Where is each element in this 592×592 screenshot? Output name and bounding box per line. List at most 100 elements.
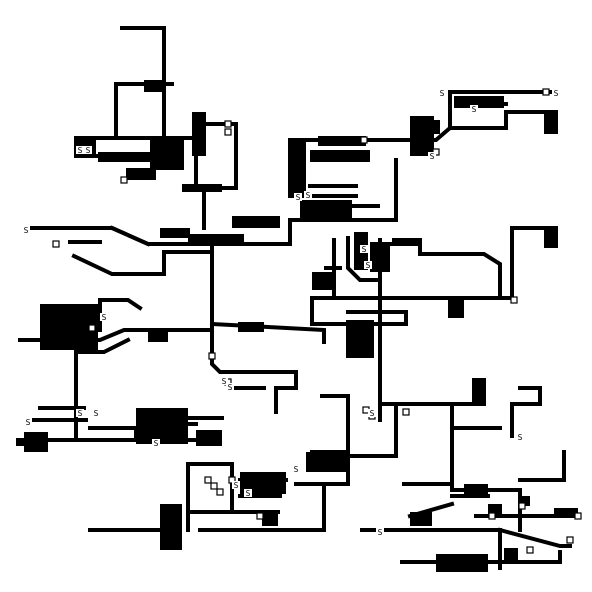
station-label-bg bbox=[152, 439, 160, 447]
track-line bbox=[510, 386, 542, 438]
station-label-bg bbox=[294, 193, 302, 201]
track-line bbox=[346, 402, 398, 458]
station-label: S bbox=[26, 418, 31, 427]
station-label-bg bbox=[516, 433, 524, 441]
station-label-bg bbox=[220, 377, 228, 385]
station-label: S bbox=[102, 313, 107, 322]
solid-block bbox=[262, 512, 278, 526]
solid-block bbox=[554, 508, 578, 518]
solid-block bbox=[346, 320, 374, 358]
track-line bbox=[186, 462, 234, 514]
solid-block bbox=[136, 408, 188, 444]
solid-block bbox=[16, 438, 26, 446]
station-label: S bbox=[86, 146, 91, 155]
solid-block bbox=[544, 230, 558, 248]
solid-block bbox=[520, 496, 530, 506]
solid-block bbox=[182, 184, 222, 192]
solid-block bbox=[160, 504, 182, 550]
solid-block bbox=[454, 96, 504, 108]
station-label-bg bbox=[226, 383, 234, 391]
station-label: S bbox=[228, 383, 233, 392]
station-label: S bbox=[78, 146, 83, 155]
solid-block bbox=[300, 200, 352, 222]
small-square-icon bbox=[542, 88, 550, 96]
small-square-icon bbox=[566, 536, 574, 544]
solid-block bbox=[472, 378, 486, 406]
small-square-icon bbox=[256, 512, 264, 520]
station-label: S bbox=[440, 89, 445, 98]
track-line bbox=[310, 296, 408, 326]
station-label: S bbox=[472, 105, 477, 114]
solid-block bbox=[310, 150, 370, 162]
small-square-icon bbox=[360, 136, 368, 144]
station-label: S bbox=[94, 409, 99, 418]
station-label-bg bbox=[368, 409, 376, 417]
small-square-icon bbox=[224, 128, 232, 136]
solid-block bbox=[504, 548, 518, 564]
track-line bbox=[497, 527, 572, 548]
track-line bbox=[109, 225, 151, 247]
station-label: S bbox=[246, 489, 251, 498]
solid-block bbox=[24, 432, 48, 452]
station-label-bg bbox=[232, 481, 240, 489]
station-label-bg bbox=[360, 245, 368, 253]
solid-block bbox=[46, 318, 90, 328]
track-lines bbox=[18, 26, 580, 570]
solid-block bbox=[188, 234, 244, 246]
station-label-bg bbox=[92, 409, 100, 417]
small-square-icon bbox=[88, 324, 96, 332]
station-label: S bbox=[518, 433, 523, 442]
station-label: S bbox=[554, 89, 559, 98]
track-line bbox=[368, 110, 558, 142]
solid-block bbox=[98, 152, 152, 162]
station-label: S bbox=[306, 191, 311, 200]
small-square-icon bbox=[216, 488, 224, 496]
track-line bbox=[209, 321, 326, 344]
station-label-bg bbox=[428, 152, 436, 160]
small-square-icon bbox=[204, 476, 212, 484]
solid-block bbox=[318, 136, 366, 146]
track-line bbox=[294, 394, 350, 486]
small-square-icon bbox=[518, 502, 526, 510]
station-label: S bbox=[24, 226, 29, 235]
station-label-bg bbox=[376, 528, 384, 536]
station-label: S bbox=[222, 377, 227, 386]
solid-block bbox=[148, 330, 168, 342]
solid-block bbox=[240, 472, 286, 494]
station-label-bg bbox=[292, 465, 300, 473]
small-square-icon bbox=[208, 352, 216, 360]
station-label-bg bbox=[304, 191, 312, 199]
small-square-icon bbox=[210, 482, 218, 490]
track-line bbox=[518, 450, 566, 482]
small-square-icon bbox=[402, 408, 410, 416]
station-label: S bbox=[294, 465, 299, 474]
solid-block bbox=[312, 272, 336, 290]
solid-block bbox=[306, 452, 348, 472]
station-label-bg bbox=[470, 105, 478, 113]
station-label-bg bbox=[76, 146, 84, 154]
station-label-bg bbox=[22, 226, 30, 234]
track-line bbox=[310, 226, 558, 300]
track-line bbox=[498, 550, 562, 564]
track-line bbox=[71, 250, 214, 276]
station-label: S bbox=[296, 193, 301, 202]
station-label: S bbox=[430, 152, 435, 161]
station-label-bg bbox=[100, 313, 108, 321]
track-line bbox=[120, 26, 166, 86]
track-line bbox=[88, 426, 138, 438]
station-label-bg bbox=[552, 89, 560, 97]
track-line bbox=[74, 337, 131, 354]
solid-block bbox=[238, 322, 264, 332]
track-line bbox=[198, 482, 326, 532]
solid-block bbox=[426, 120, 440, 134]
station-label: S bbox=[366, 261, 371, 270]
station-label-bg bbox=[84, 146, 92, 154]
solid-block bbox=[436, 554, 488, 572]
station-label-bg bbox=[244, 489, 252, 497]
small-square-icon bbox=[574, 512, 582, 520]
track-line bbox=[210, 328, 298, 414]
solid-block bbox=[232, 216, 280, 228]
solid-block bbox=[544, 112, 558, 134]
station-label-bg bbox=[24, 418, 32, 426]
